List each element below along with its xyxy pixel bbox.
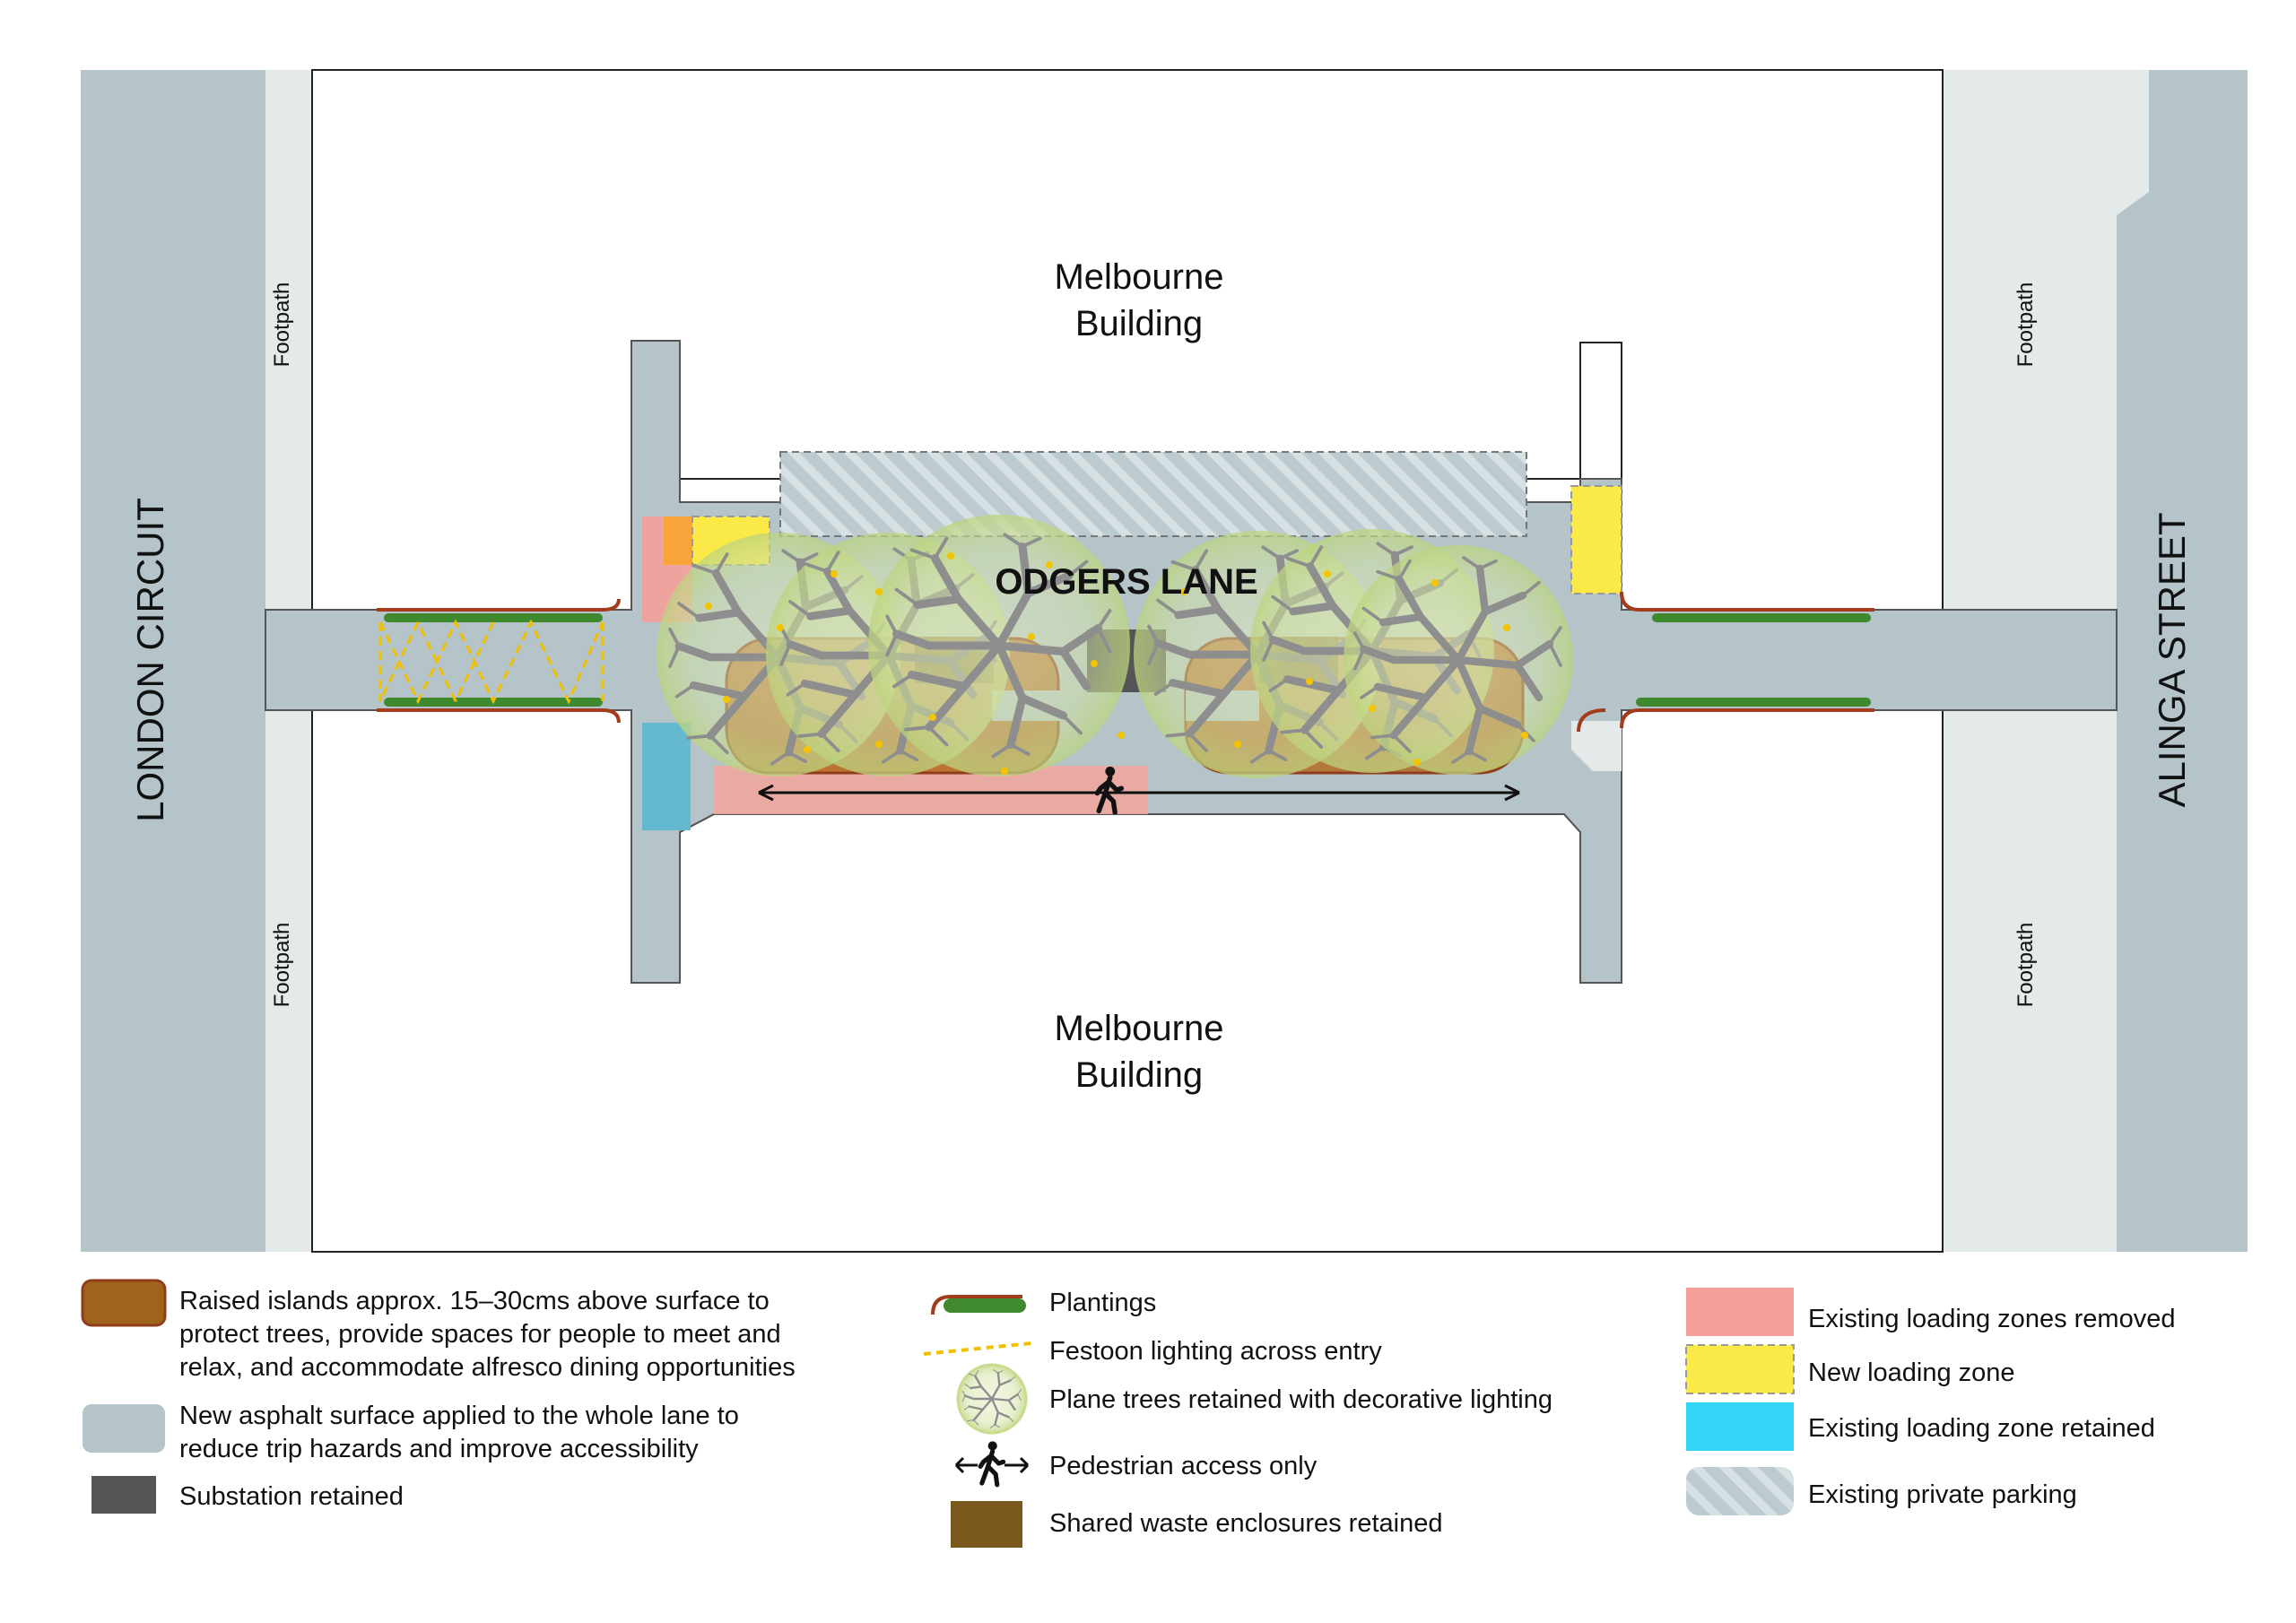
legend-label-plantings: Plantings (1049, 1289, 1156, 1317)
building-label-top-line1: Melbourne (1054, 257, 1223, 297)
legend-label-loading-new: New loading zone (1808, 1358, 2015, 1387)
building-label-top-line2: Building (1075, 304, 1203, 343)
alinga-street-road (2117, 70, 2248, 1252)
festoon-icon (923, 1341, 1032, 1356)
legend-label-substation: Substation retained (179, 1482, 404, 1511)
street-label-london-circuit: LONDON CIRCUIT (129, 498, 171, 822)
planting-strip-icon (377, 591, 1874, 733)
double-arrow-icon (758, 784, 1520, 802)
legend-swatch-private-parking (1686, 1467, 1794, 1515)
building-label-bottom-line1: Melbourne (1054, 1009, 1223, 1048)
loading-zone-removed-orange (664, 516, 692, 565)
legend-swatch-substation (91, 1476, 156, 1514)
legend-label-raised-islands-2: protect trees, provide spaces for people… (179, 1320, 781, 1349)
legend-label-asphalt-1: New asphalt surface applied to the whole… (179, 1402, 739, 1430)
legend-swatch-raised-islands (81, 1279, 167, 1327)
legend-swatch-waste (951, 1501, 1022, 1548)
tree-lights (705, 552, 1528, 775)
london-circuit-road (81, 70, 265, 1252)
building-label-bottom-line2: Building (1075, 1055, 1203, 1095)
legend-swatch-loading-retained (1686, 1402, 1794, 1451)
legend-label-raised-islands-3: relax, and accommodate alfresco dining o… (179, 1353, 796, 1382)
plane-tree-icon (956, 1363, 1028, 1435)
lane-label: ODGERS LANE (995, 562, 1257, 602)
legend-label-festoon: Festoon lighting across entry (1049, 1337, 1382, 1366)
legend-label-raised-islands-1: Raised islands approx. 15–30cms above su… (179, 1287, 770, 1315)
legend: Raised islands approx. 15–30cms above su… (81, 1279, 2175, 1548)
legend-swatch-loading-removed (1686, 1288, 1794, 1336)
street-label-alinga-street: ALINGA STREET (2151, 512, 2193, 807)
plane-tree-icon (1344, 545, 1573, 775)
legend-label-pedestrian: Pedestrian access only (1049, 1452, 1318, 1480)
planting-strip-icon (931, 1295, 1026, 1315)
footpath-label: Footpath (2013, 923, 2038, 1008)
loading-zone-retained (642, 723, 691, 830)
footpath-label: Footpath (270, 923, 294, 1008)
loading-zone-new-right (1570, 485, 1622, 595)
footpath-label: Footpath (270, 282, 294, 368)
pedestrian-icon (980, 1441, 1004, 1484)
legend-label-loading-retained: Existing loading zone retained (1808, 1414, 2155, 1443)
private-parking-area (779, 451, 1527, 537)
festoon-icon (378, 619, 604, 705)
lane-corner-triangle (1571, 721, 1622, 771)
legend-swatch-asphalt (83, 1404, 165, 1453)
legend-label-waste: Shared waste enclosures retained (1049, 1509, 1442, 1538)
footpath-label: Footpath (2013, 282, 2038, 368)
plane-tree-icon (868, 515, 1130, 777)
legend-label-loading-removed: Existing loading zones removed (1808, 1305, 2175, 1333)
legend-label-asphalt-2: reduce trip hazards and improve accessib… (179, 1435, 699, 1463)
double-arrow-icon (954, 1456, 1030, 1474)
legend-label-plane-trees: Plane trees retained with decorative lig… (1049, 1385, 1552, 1414)
legend-label-private-parking: Existing private parking (1808, 1480, 2077, 1509)
legend-swatch-loading-new (1685, 1344, 1795, 1394)
